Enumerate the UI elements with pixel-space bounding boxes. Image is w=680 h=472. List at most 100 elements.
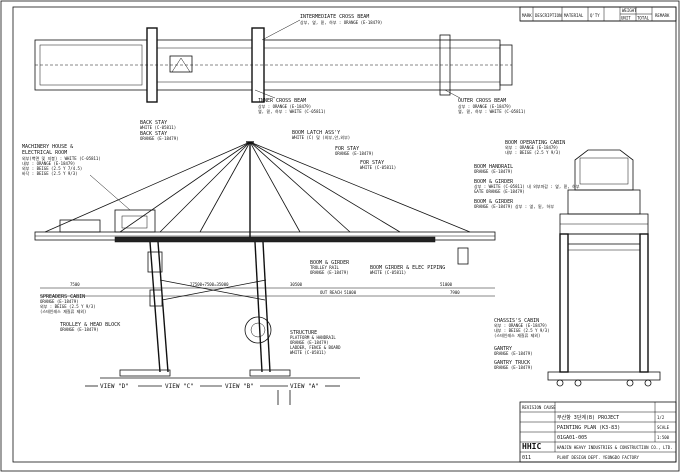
svg-text:(스테인레스 재질류 제외): (스테인레스 재질류 제외): [40, 308, 86, 314]
tb-sheet-code: HHIC: [522, 442, 541, 451]
tb-company-1: HANJIN HEAVY INDUSTRIES & CONSTRUCTION C…: [557, 445, 673, 450]
view-d-label: VIEW "D": [100, 383, 129, 390]
svg-text:FOR STAY: FOR STAY: [335, 146, 359, 152]
svg-text:내부 : BEIGE (2.5 Y 9/3): 내부 : BEIGE (2.5 Y 9/3): [494, 327, 550, 333]
svg-text:외부 : ORANGE (E-18479): 외부 : ORANGE (E-18479): [494, 322, 547, 328]
svg-text:BOOM LATCH ASS'Y: BOOM LATCH ASS'Y: [292, 130, 340, 136]
sheet-inner-border: [12, 6, 677, 463]
dim-30500: 30500: [290, 282, 303, 287]
tb-drawing-title: PAINTING PLAN (K3-83): [557, 425, 620, 431]
svg-text:외부 : ORANGE (E-18479): 외부 : ORANGE (E-18479): [505, 144, 558, 150]
label-boom-handrail: BOOM HANDRAIL ORANGE (E-18479): [474, 164, 513, 174]
svg-text:바닥 : BEIGE (2.5 Y 9/3): 바닥 : BEIGE (2.5 Y 9/3): [22, 170, 78, 176]
view-arrows: VIEW "D" VIEW "C" VIEW "B" VIEW "A": [85, 383, 340, 405]
svg-text:GANTRY: GANTRY: [494, 346, 512, 352]
tb-sheet-id: 011: [522, 455, 531, 461]
svg-text:GANTRY TRUCK: GANTRY TRUCK: [494, 360, 530, 366]
label-back-stay: BACK STAY WHITE (C-05811) BACK STAY ORAN…: [140, 120, 179, 141]
label-spreaders-cabin: SPREADERS CABIN ORANGE (E-18479) 외부 : BE…: [40, 294, 96, 314]
label-boom-girder-1: BOOM & GIRDER 상부 : WHITE (C-05811) 내 외부마…: [474, 179, 580, 194]
svg-text:BOOM HANDRAIL: BOOM HANDRAIL: [474, 164, 513, 170]
label-boom-girder-3: BOOM & GIRDER TROLLEY RAIL ORANGE (E-184…: [310, 260, 350, 275]
svg-text:STRUCTURE: STRUCTURE: [290, 330, 317, 336]
plan-label-inner-beam: INNER CROSS BEAM 상부 : ORANGE (E-18479) 옆…: [254, 89, 326, 114]
label-boom-girder-2: BOOM & GIRDER ORANGE (E-18479) 상부 : 옆, 밑…: [474, 199, 554, 209]
svg-text:옆, 밑, 하부 : WHITE (C-05811): 옆, 밑, 하부 : WHITE (C-05811): [458, 108, 526, 114]
svg-text:BOOM OPERATING CABIN: BOOM OPERATING CABIN: [505, 140, 565, 146]
svg-text:TROLLEY & HEAD BLOCK: TROLLEY & HEAD BLOCK: [60, 322, 120, 328]
svg-text:상부 : WHITE (C-05811) 내 외부마감 :: 상부 : WHITE (C-05811) 내 외부마감 : 옆, 밑, 하부: [474, 183, 580, 189]
label-fore-stay: FOR STAY ORANGE (E-18479) FOR STAY WHITE…: [335, 146, 396, 170]
svg-text:GATE ORANGE (E-18479): GATE ORANGE (E-18479): [474, 189, 525, 194]
label-boom-girder-piping: BOOM GIRDER & ELEC PIPING WHITE (C-05811…: [370, 265, 445, 275]
svg-text:WHITE (C-05811): WHITE (C-05811): [290, 350, 326, 355]
view-a-label: VIEW "A": [290, 383, 319, 390]
svg-text:ORANGE (E-18479): ORANGE (E-18479): [310, 270, 349, 275]
svg-text:MACHINERY HOUSE &: MACHINERY HOUSE &: [22, 144, 73, 150]
dim-7500: 7500: [70, 282, 80, 287]
svg-text:ORANGE (E-18479): ORANGE (E-18479): [60, 327, 99, 332]
tb-rev: 1/2: [657, 415, 665, 420]
dim-7900: 7900: [450, 290, 460, 295]
svg-text:WHITE (C-05811): WHITE (C-05811): [140, 125, 176, 130]
svg-text:BOOM & GIRDER: BOOM & GIRDER: [310, 260, 350, 266]
svg-text:INNER CROSS BEAM: INNER CROSS BEAM: [258, 98, 306, 104]
tb-revision-cause: REVISION CAUSE: [522, 405, 556, 410]
rev-col-mark: MARK: [522, 13, 532, 18]
rev-col-qty: Q'TY: [590, 13, 600, 18]
svg-text:INTERMEDIATE CROSS BEAM: INTERMEDIATE CROSS BEAM: [300, 14, 369, 20]
label-machinery-house: MACHINERY HOUSE & ELECTRICAL ROOM 외부(벽면 …: [22, 144, 131, 211]
plan-view: [34, 27, 513, 103]
rev-col-total: TOTAL: [637, 16, 650, 21]
svg-text:상부 : ORANGE (E-18479): 상부 : ORANGE (E-18479): [458, 103, 511, 109]
tb-drawing-no: 01GA01-005: [557, 435, 587, 441]
svg-text:BOOM & GIRDER: BOOM & GIRDER: [474, 179, 514, 185]
svg-text:ELECTRICAL ROOM: ELECTRICAL ROOM: [22, 150, 67, 156]
dim-35000: 27500+7500=35000: [190, 282, 229, 287]
rev-col-desc: DESCRIPTION: [535, 13, 562, 18]
svg-text:SPREADERS CABIN: SPREADERS CABIN: [40, 294, 85, 300]
svg-text:BACK STAY: BACK STAY: [140, 120, 167, 126]
label-chassis-cabin: CHASSIS'S CABIN 외부 : ORANGE (E-18479) 내부…: [494, 318, 550, 338]
rev-col-weight: WEIGHT: [622, 8, 637, 13]
svg-text:ORANGE (E-18479): ORANGE (E-18479): [40, 299, 79, 304]
dim-51000: 51000: [440, 282, 453, 287]
svg-text:WHITE (C-05811): WHITE (C-05811): [370, 270, 406, 275]
svg-text:ORANGE (E-18479): ORANGE (E-18479): [494, 351, 533, 356]
tb-project: 부산항 3단계(B) PROJECT: [557, 414, 619, 421]
view-c-label: VIEW "C": [165, 383, 194, 390]
label-boom-latch: BOOM LATCH ASS'Y WHITE (C) 및 (외부,안,외부): [292, 130, 350, 140]
svg-text:BACK STAY: BACK STAY: [140, 131, 167, 137]
svg-text:옆, 밑, 하부 : WHITE (C-05811): 옆, 밑, 하부 : WHITE (C-05811): [258, 108, 326, 114]
svg-text:(스테인레스 재질류 제외): (스테인레스 재질류 제외): [494, 332, 540, 338]
svg-text:OUTER CROSS BEAM: OUTER CROSS BEAM: [458, 98, 506, 104]
rev-col-unit: UNIT: [621, 16, 631, 21]
title-block: REVISION CAUSE 부산항 3단계(B) PROJECT PAINTI…: [519, 401, 677, 463]
view-b-label: VIEW "B": [225, 383, 254, 390]
rev-col-remark: REMARK: [655, 13, 670, 18]
label-trolley-head-block: TROLLEY & HEAD BLOCK ORANGE (E-18479): [60, 322, 120, 332]
plan-label-outer-beam: OUTER CROSS BEAM 상부 : ORANGE (E-18479) 옆…: [444, 89, 526, 114]
tb-company-2: PLANT DESIGN DEPT. YEONGDO FACTORY: [557, 455, 639, 460]
svg-text:내부 : ORANGE (E-18479): 내부 : ORANGE (E-18479): [22, 160, 75, 166]
svg-text:외부(벽면 및 지붕) : WHITE (C-05811): 외부(벽면 및 지붕) : WHITE (C-05811): [22, 155, 101, 161]
label-boom-operating-cabin: BOOM OPERATING CABIN 외부 : ORANGE (E-1847…: [505, 140, 565, 155]
svg-text:FOR STAY: FOR STAY: [360, 160, 384, 166]
plan-label-intermediate-beam: INTERMEDIATE CROSS BEAM 상부, 옆, 밑, 하부 : O…: [261, 14, 382, 41]
svg-text:상부 : ORANGE (E-18479): 상부 : ORANGE (E-18479): [258, 103, 311, 109]
svg-text:외부 : BEIGE (2.5 Y 9/3): 외부 : BEIGE (2.5 Y 9/3): [40, 303, 96, 309]
svg-text:ORANGE (E-18479) 상부 : 옆, 밑, 하부: ORANGE (E-18479) 상부 : 옆, 밑, 하부: [474, 203, 554, 209]
tb-scale-label: SCALE: [657, 425, 670, 430]
svg-text:WHITE (C) 및 (외부,안,외부): WHITE (C) 및 (외부,안,외부): [292, 134, 350, 140]
revision-table: MARK DESCRIPTION MATERIAL Q'TY WEIGHT UN…: [519, 6, 677, 22]
dim-outreach: OUT REACH 51000: [320, 290, 357, 295]
side-view: [547, 149, 661, 387]
svg-text:BOOM GIRDER & ELEC PIPING: BOOM GIRDER & ELEC PIPING: [370, 265, 445, 271]
svg-text:ORANGE (E-18479): ORANGE (E-18479): [140, 136, 179, 141]
svg-text:상부, 옆, 밑, 하부 : ORANGE (E-18479: 상부, 옆, 밑, 하부 : ORANGE (E-18479): [300, 19, 382, 25]
rev-col-material: MATERIAL: [564, 13, 584, 18]
label-structure: STRUCTURE PLATFORM & HANDRAIL ORANGE (E-…: [290, 330, 341, 355]
label-gantry: GANTRY ORANGE (E-18479): [494, 346, 533, 356]
